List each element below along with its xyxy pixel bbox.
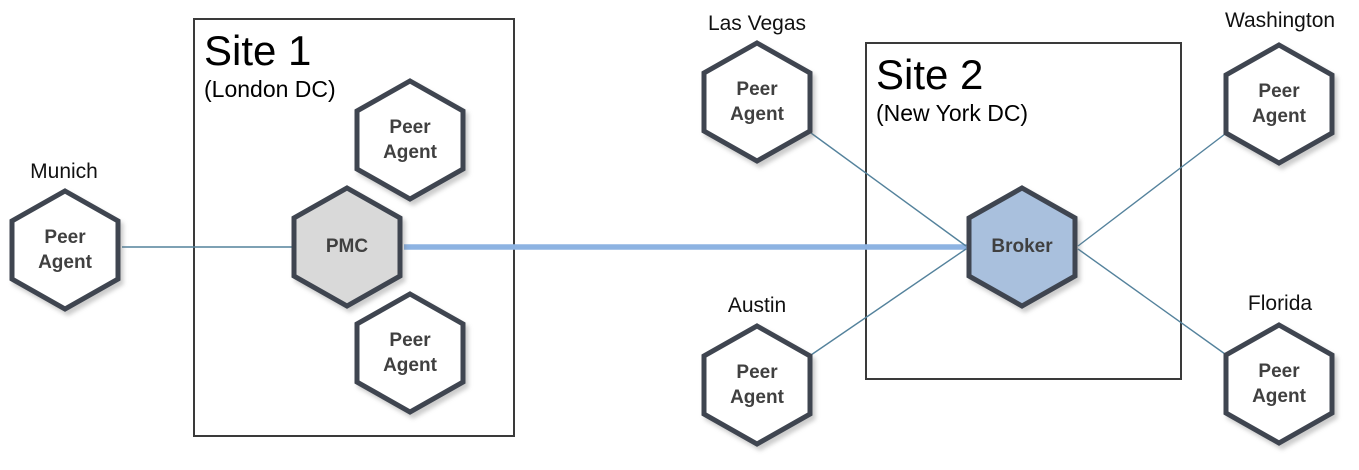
city-label-washington: Washington bbox=[1224, 9, 1336, 32]
node-washington-peer-agent[interactable]: Peer Agent bbox=[1222, 42, 1336, 166]
node-label: Broker bbox=[991, 236, 1053, 258]
node-munich-peer-agent[interactable]: Peer Agent bbox=[8, 188, 122, 312]
city-label-munich: Munich bbox=[30, 160, 98, 183]
hexagon-shape bbox=[354, 78, 466, 202]
node-label: Peer Agent bbox=[383, 329, 437, 376]
node-label: Peer Agent bbox=[730, 361, 784, 408]
node-label: Peer Agent bbox=[1252, 80, 1306, 127]
node-florida-peer-agent[interactable]: Peer Agent bbox=[1222, 322, 1336, 446]
node-las-vegas-peer-agent[interactable]: Peer Agent bbox=[700, 40, 814, 164]
site2-title: Site 2 bbox=[876, 51, 984, 98]
node-site1-peer-agent-bottom[interactable]: Peer Agent bbox=[353, 291, 467, 415]
node-label: Peer Agent bbox=[730, 78, 784, 125]
node-austin-peer-agent[interactable]: Peer Agent bbox=[700, 323, 814, 447]
city-label-austin: Austin bbox=[727, 294, 787, 317]
city-label-florida: Florida bbox=[1247, 292, 1313, 315]
city-label-las-vegas: Las Vegas bbox=[707, 12, 807, 35]
node-label: Peer Agent bbox=[38, 226, 92, 273]
node-broker[interactable]: Broker bbox=[965, 185, 1079, 309]
hexagon-shape bbox=[701, 323, 813, 447]
hexagon-shape bbox=[1223, 42, 1335, 166]
hexagon-shape bbox=[354, 291, 466, 415]
site1-title: Site 1 bbox=[204, 27, 312, 74]
node-label: Peer Agent bbox=[1252, 360, 1306, 407]
site2-subtitle: (New York DC) bbox=[876, 100, 1029, 127]
hexagon-shape bbox=[1223, 322, 1335, 446]
hexagon-shape bbox=[966, 185, 1078, 309]
hexagon-shape bbox=[291, 185, 403, 309]
node-pmc[interactable]: PMC bbox=[290, 185, 404, 309]
hexagon-shape bbox=[701, 40, 813, 164]
site1-box: Site 1 (London DC) bbox=[193, 18, 515, 437]
node-label: PMC bbox=[325, 236, 369, 258]
node-site1-peer-agent-top[interactable]: Peer Agent bbox=[353, 78, 467, 202]
hexagon-shape bbox=[9, 188, 121, 312]
node-label: Peer Agent bbox=[383, 116, 437, 163]
site1-subtitle: (London DC) bbox=[204, 76, 336, 103]
